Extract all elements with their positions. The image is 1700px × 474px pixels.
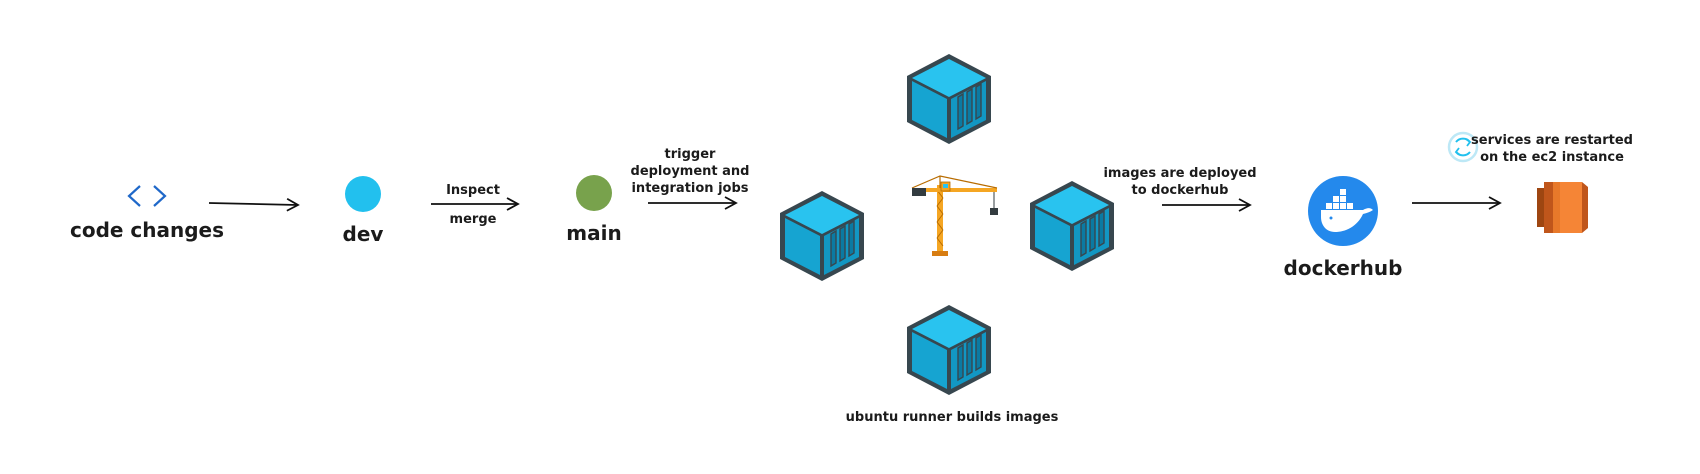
- docker-whale-icon: [1308, 176, 1378, 246]
- code-changes-label: code changes: [69, 218, 225, 242]
- main-label: main: [566, 221, 622, 245]
- arrow-code-to-dev: [208, 197, 300, 212]
- services-restarted-label: services are restarted on the ec2 instan…: [1471, 132, 1633, 166]
- services-restarted-line-1: services are restarted: [1471, 133, 1633, 148]
- container-icon-right: [1029, 180, 1115, 272]
- inspect-label: Inspect: [446, 183, 500, 198]
- dev-label: dev: [342, 222, 384, 246]
- runner-caption: ubuntu runner builds images: [845, 410, 1059, 425]
- dev-node: [345, 176, 381, 212]
- trigger-label: trigger deployment and integration jobs: [631, 146, 750, 197]
- images-deployed-line-2: to dockerhub: [1131, 183, 1229, 198]
- trigger-line-1: trigger: [664, 147, 716, 162]
- code-brackets-icon: [127, 185, 167, 207]
- container-icon-top: [906, 53, 992, 145]
- container-icon-bottom: [906, 304, 992, 396]
- images-deployed-line-1: images are deployed: [1103, 166, 1257, 181]
- trigger-line-2: deployment and: [630, 164, 750, 179]
- ec2-instance-icon: [1537, 182, 1588, 233]
- dockerhub-label: dockerhub: [1283, 256, 1403, 280]
- restart-icon: [1447, 131, 1479, 163]
- trigger-line-3: integration jobs: [631, 181, 749, 196]
- merge-label: merge: [449, 212, 497, 227]
- services-restarted-line-2: on the ec2 instance: [1480, 150, 1624, 165]
- container-icon-left: [779, 190, 865, 282]
- images-deployed-label: images are deployed to dockerhub: [1103, 165, 1256, 199]
- main-node: [576, 175, 612, 211]
- crane-icon: [911, 175, 998, 256]
